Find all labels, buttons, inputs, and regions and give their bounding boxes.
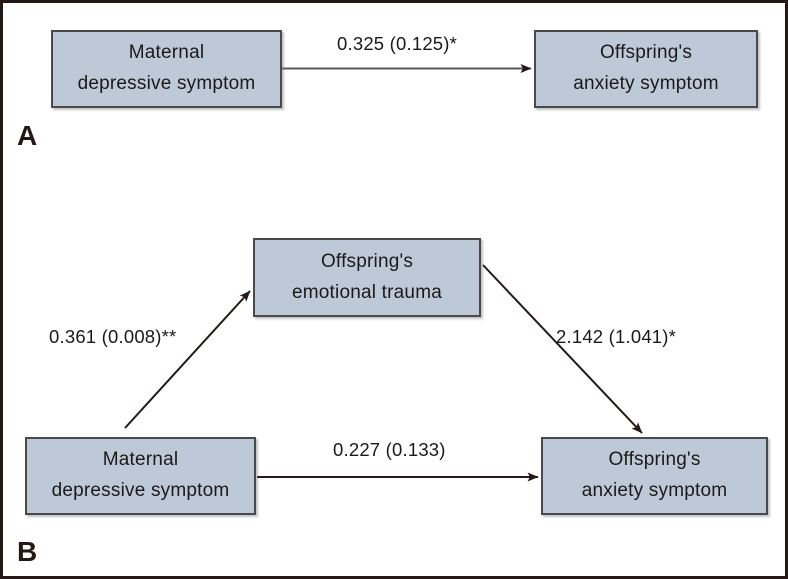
node-b-anxiety[interactable]: Offspring's anxiety symptom (541, 437, 768, 515)
node-a-anxiety-line1: Offspring's (599, 42, 693, 64)
node-b-maternal-line2: depressive symptom (51, 480, 230, 501)
node-a-anxiety[interactable]: Offspring's anxiety symptom (534, 30, 758, 108)
edge-label-b-c-path: 0.227 (0.133) (333, 439, 446, 460)
node-a-maternal[interactable]: Maternal depressive symptom (51, 30, 282, 108)
node-a-anxiety-line2: anxiety symptom (573, 73, 719, 94)
node-a-maternal-line2: depressive symptom (77, 73, 256, 94)
node-b-trauma-line2: emotional trauma (292, 281, 442, 303)
edge-label-b-a-path: 0.361 (0.008)** (49, 326, 177, 347)
node-b-anxiety-line1: Offspring's (608, 449, 701, 471)
panel-label-a: A (17, 120, 38, 151)
edge-label-b-b-path: 2.142 (1.041)* (556, 326, 677, 347)
arrow-b-a-path (124, 290, 251, 429)
arrow-b-b-path (482, 264, 643, 434)
node-b-trauma-line1: Offspring's (320, 250, 414, 272)
node-a-maternal-line1: Maternal (128, 42, 205, 64)
edge-label-a-direct: 0.325 (0.125)* (337, 33, 458, 54)
node-b-anxiety-line2: anxiety symptom (581, 480, 728, 501)
panel-label-b: B (17, 536, 38, 567)
node-b-trauma[interactable]: Offspring's emotional trauma (253, 238, 481, 317)
node-b-maternal[interactable]: Maternal depressive symptom (25, 437, 256, 515)
node-b-maternal-line1: Maternal (102, 449, 179, 471)
